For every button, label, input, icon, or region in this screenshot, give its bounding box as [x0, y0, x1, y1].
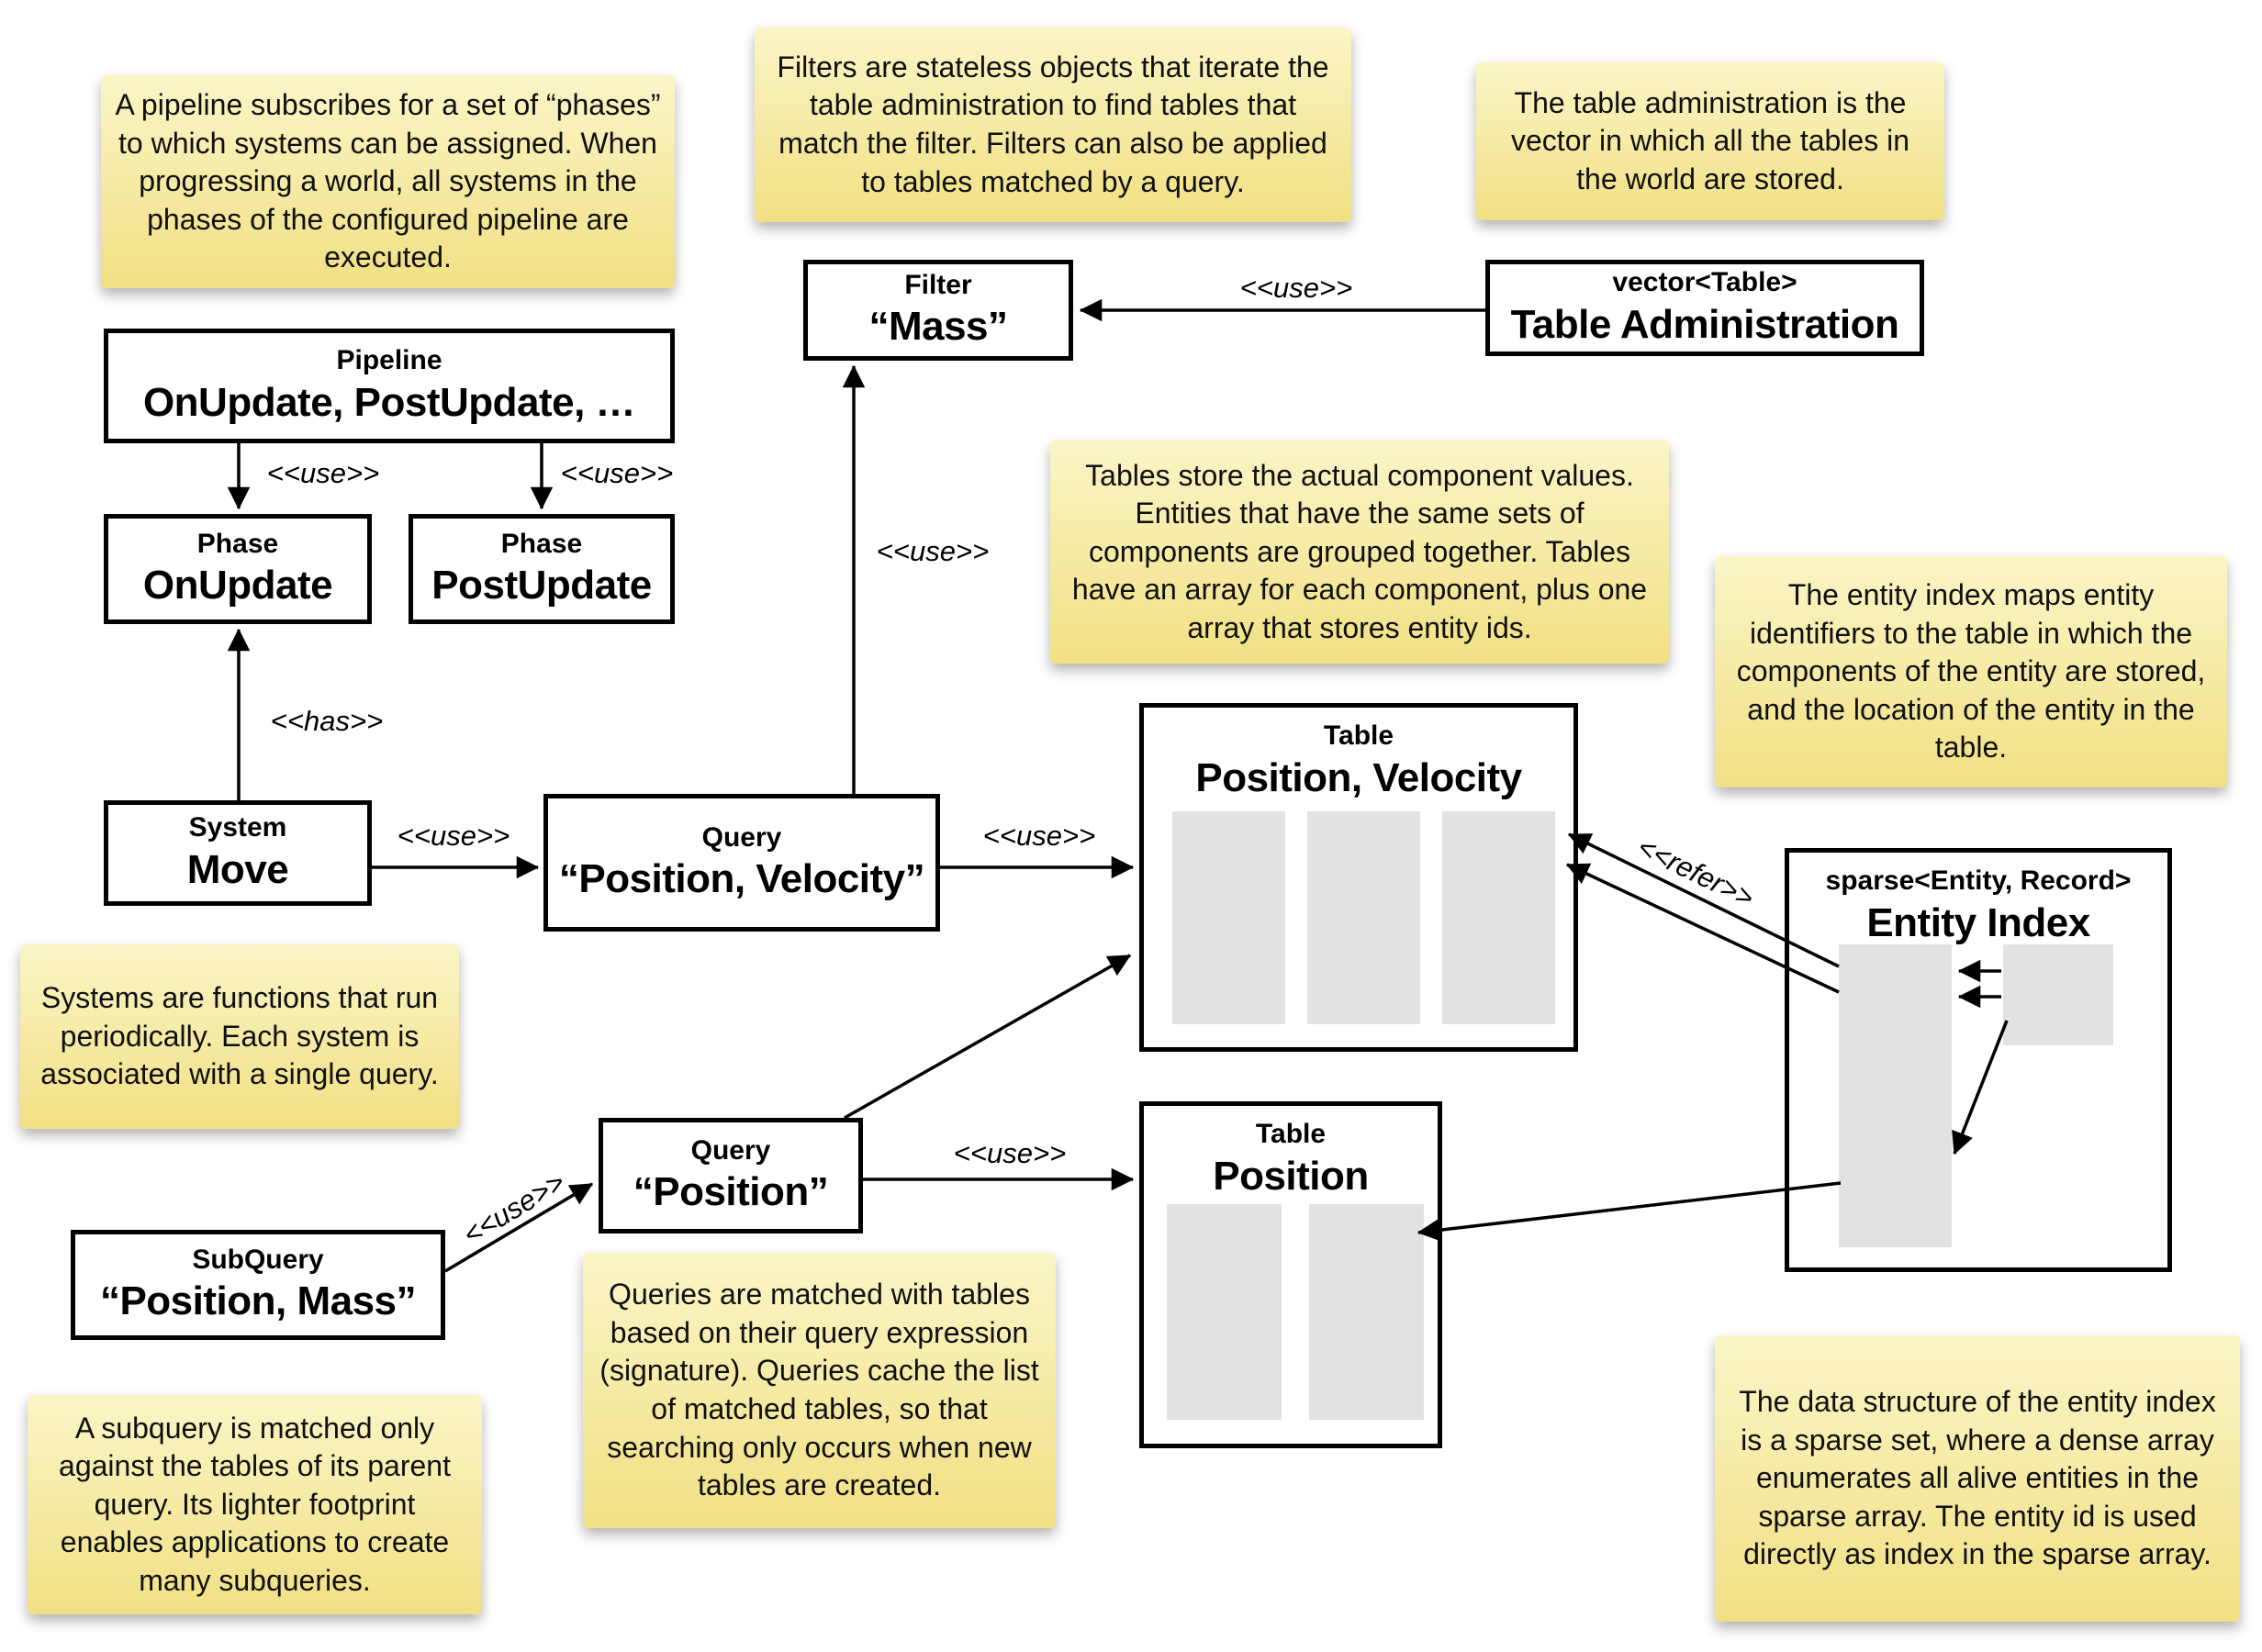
edge-label-use-tableadmin-filter: <<use>>	[1239, 272, 1353, 304]
component-array-slot	[1167, 1204, 1282, 1420]
note-text: Tables store the actual component values…	[1071, 458, 1648, 644]
note-text: The entity index maps entity identifiers…	[1736, 578, 2206, 765]
note-subquery: A subquery is matched only against the t…	[28, 1395, 482, 1614]
edge-querypos-use-tablepv	[844, 954, 1132, 1120]
node-type-label: Pipeline	[336, 345, 442, 376]
node-type-label: System	[188, 812, 287, 843]
edge-label-use-query-filter: <<use>>	[876, 535, 990, 567]
component-array-slot	[1307, 811, 1420, 1024]
node-value-label: “Position, Velocity”	[558, 856, 925, 902]
note-filters: Filters are stateless objects that itera…	[755, 28, 1351, 222]
note-tables: Tables store the actual component values…	[1050, 441, 1669, 664]
node-value-label: Move	[186, 846, 289, 892]
node-value-label: OnUpdate	[142, 563, 333, 608]
node-value-label: Position, Velocity	[1195, 754, 1522, 800]
node-type-label: Phase	[196, 528, 279, 559]
node-type-label: SubQuery	[192, 1244, 324, 1275]
node-type-label: Table	[1255, 1119, 1327, 1149]
note-text: Systems are functions that run periodica…	[40, 981, 439, 1091]
node-value-label: Position	[1213, 1153, 1369, 1199]
node-type-label: Query	[701, 821, 782, 853]
component-array-slot	[1442, 811, 1555, 1024]
node-phase-onupdate: Phase OnUpdate	[104, 514, 372, 624]
note-pipeline: A pipeline subscribes for a set of “phas…	[101, 75, 675, 288]
node-entity-index: sparse<Entity, Record> Entity Index	[1785, 848, 2172, 1272]
node-type-label: Query	[690, 1134, 771, 1166]
note-entity-index: The entity index maps entity identifiers…	[1715, 556, 2227, 787]
edge-label-use-system-query: <<use>>	[397, 820, 510, 852]
note-text: A subquery is matched only against the t…	[59, 1411, 451, 1597]
node-table-administration: vector<Table> Table Administration	[1485, 260, 1924, 356]
edge-entityindex-refer-tablepos	[1417, 1181, 1842, 1242]
edge-label-use-subquery-query: <<use>>	[457, 1166, 571, 1252]
node-type-label: vector<Table>	[1612, 267, 1797, 298]
edge-label-use-querypos-tablepos: <<use>>	[953, 1137, 1067, 1169]
node-phase-postupdate: Phase PostUpdate	[409, 514, 675, 624]
note-queries: Queries are matched with tables based on…	[583, 1253, 1056, 1528]
node-filter-mass: Filter “Mass”	[803, 260, 1073, 361]
node-value-label: “Position, Mass”	[99, 1278, 417, 1324]
node-value-label: “Position”	[633, 1169, 829, 1215]
node-table-position: Table Position	[1139, 1101, 1442, 1448]
edge-label-use-pipeline-onupdate: <<use>>	[266, 457, 380, 489]
node-value-label: Entity Index	[1866, 899, 2090, 945]
edge-label-refer-entityindex-table: <<refer>>	[1632, 830, 1760, 915]
node-pipeline: Pipeline OnUpdate, PostUpdate, …	[104, 329, 675, 443]
node-query-position-velocity: Query “Position, Velocity”	[543, 794, 940, 932]
node-type-label: sparse<Entity, Record>	[1825, 865, 2132, 896]
node-value-label: PostUpdate	[431, 563, 652, 608]
edge-label-has-system-phase: <<has>>	[270, 705, 384, 737]
note-text: The data structure of the entity index i…	[1739, 1385, 2216, 1571]
note-systems: Systems are functions that run periodica…	[20, 944, 459, 1129]
edge-label-use-pipeline-postupdate: <<use>>	[560, 457, 674, 489]
node-query-position: Query “Position”	[599, 1118, 863, 1233]
node-type-label: Table	[1323, 720, 1394, 751]
note-text: Queries are matched with tables based on…	[599, 1278, 1039, 1502]
component-array-slot	[1309, 1204, 1424, 1420]
edge-label-use-query-tablepv: <<use>>	[982, 820, 1096, 852]
note-text: Filters are stateless objects that itera…	[777, 50, 1329, 198]
node-value-label: Table Administration	[1510, 301, 1899, 347]
sparse-array-slot	[1839, 944, 1952, 1247]
note-text: The table administration is the vector i…	[1511, 85, 1909, 195]
node-type-label: Filter	[904, 269, 972, 300]
node-value-label: “Mass”	[868, 304, 1008, 350]
node-value-label: OnUpdate, PostUpdate, …	[142, 379, 636, 425]
node-subquery-position-mass: SubQuery “Position, Mass”	[71, 1230, 445, 1340]
dense-array-slot	[2003, 944, 2113, 1045]
note-text: A pipeline subscribes for a set of “phas…	[115, 88, 661, 274]
note-table-administration: The table administration is the vector i…	[1476, 62, 1944, 220]
node-type-label: Phase	[500, 528, 583, 559]
component-array-slot	[1172, 811, 1285, 1024]
node-table-position-velocity: Table Position, Velocity	[1139, 703, 1578, 1052]
note-sparse-set: The data structure of the entity index i…	[1715, 1335, 2240, 1622]
node-system-move: System Move	[104, 800, 372, 906]
